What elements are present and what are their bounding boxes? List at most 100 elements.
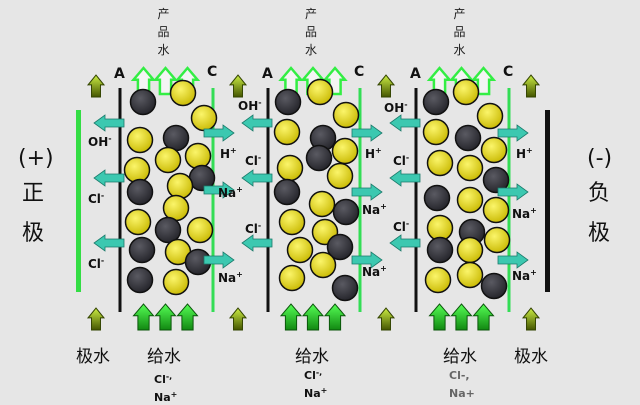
cation-resin-bead — [456, 154, 484, 182]
anion-resin-bead — [154, 216, 182, 244]
cation-migration-arrow-icon — [203, 181, 235, 199]
electrode-water-in-arrow-icon — [521, 307, 541, 331]
anion-resin-bead — [332, 198, 360, 226]
ion-label-oh: OH- — [238, 98, 262, 113]
feed-water-label-3: 给水 — [443, 347, 477, 367]
cation-exchange-membrane — [358, 88, 362, 312]
product-water-label: 产 — [158, 7, 170, 21]
ion-label-cl: Cl- — [393, 153, 409, 168]
cation-resin-bead — [276, 154, 304, 182]
ion-label-oh: OH- — [384, 100, 408, 115]
ion-label-na: Na+ — [362, 264, 387, 279]
cation-exchange-membrane — [211, 88, 215, 312]
membrane-label-a: A — [262, 66, 273, 82]
anion-resin-bead — [126, 266, 154, 294]
cation-resin-bead — [166, 172, 194, 200]
cation-resin-bead — [456, 186, 484, 214]
membrane-label-a: A — [114, 66, 125, 82]
product-water-arrow-icon — [470, 66, 497, 96]
ion-label-cl: Cl- — [245, 221, 261, 236]
cation-resin-bead — [162, 194, 190, 222]
membrane-label-a: A — [410, 66, 421, 82]
feed-water-arrow-icon — [279, 303, 303, 331]
membrane-label-c: C — [354, 64, 364, 80]
electrode-water-right-label: 极水 — [514, 347, 548, 367]
ion-label-cl: Cl- — [88, 191, 104, 206]
anode-label-2: 极 — [22, 221, 44, 246]
anion-resin-bead — [422, 88, 450, 116]
cation-resin-bead — [326, 162, 354, 190]
anion-migration-arrow-icon — [389, 114, 421, 132]
product-water-label: 水 — [158, 43, 170, 57]
anion-resin-bead — [273, 178, 301, 206]
cation-resin-bead — [306, 78, 334, 106]
feed-water-arrow-icon — [472, 303, 495, 331]
anion-resin-bead — [326, 233, 354, 261]
cation-resin-bead — [124, 208, 152, 236]
feed-ion-cl-1: Cl-, — [154, 372, 172, 386]
cation-migration-arrow-icon — [497, 124, 529, 142]
ion-label-oh: OH- — [88, 134, 112, 149]
anion-resin-bead — [454, 124, 482, 152]
cation-resin-bead — [273, 118, 301, 146]
cathode-label-2: 极 — [588, 221, 610, 246]
cation-resin-bead — [278, 208, 306, 236]
anion-resin-bead — [482, 166, 510, 194]
anion-exchange-membrane — [266, 88, 270, 312]
cation-migration-arrow-icon — [497, 183, 529, 201]
feed-ion-cl-2: Cl-, — [304, 368, 322, 382]
ion-label-na: Na+ — [218, 270, 243, 285]
ion-label-na: Na+ — [512, 206, 537, 221]
anion-resin-bead — [305, 144, 333, 172]
anion-migration-arrow-icon — [241, 234, 273, 252]
anion-migration-arrow-icon — [93, 169, 125, 187]
product-water-label: 品 — [158, 25, 170, 39]
cation-resin-bead — [278, 264, 306, 292]
cation-migration-arrow-icon — [351, 251, 383, 269]
feed-ion-na-2: Na+ — [304, 386, 327, 400]
product-water-label: 产 — [305, 7, 317, 21]
product-water-label: 水 — [454, 43, 466, 57]
ion-label-cl: Cl- — [245, 153, 261, 168]
feed-water-arrow-icon — [450, 303, 473, 331]
cation-resin-bead — [169, 79, 197, 107]
feed-ion-na-1: Na+ — [154, 390, 177, 404]
electrode-water-in-arrow-icon — [86, 307, 106, 331]
anion-resin-bead — [162, 124, 190, 152]
product-water-label: 产 — [454, 7, 466, 21]
anion-migration-arrow-icon — [93, 234, 125, 252]
cathode-plate — [545, 110, 550, 292]
ion-label-cl: Cl- — [393, 219, 409, 234]
membrane-label-c: C — [503, 64, 513, 80]
cation-resin-bead — [186, 216, 214, 244]
electrode-water-in-arrow-icon — [228, 307, 248, 331]
anion-resin-bead — [128, 236, 156, 264]
feed-ion-na-3: Na+ — [449, 387, 475, 400]
cation-resin-bead — [190, 104, 218, 132]
anion-migration-arrow-icon — [389, 234, 421, 252]
electrode-water-left-label: 极水 — [76, 347, 110, 367]
cation-resin-bead — [426, 149, 454, 177]
cation-exchange-membrane — [507, 88, 511, 312]
cathode-label-1: 负 — [588, 181, 610, 206]
cation-resin-bead — [480, 136, 508, 164]
anion-migration-arrow-icon — [93, 114, 125, 132]
anode-label-1: 正 — [22, 181, 44, 206]
electrode-water-out-arrow-icon — [228, 74, 248, 98]
anion-resin-bead — [426, 236, 454, 264]
anode-sign: (+) — [18, 146, 54, 171]
cation-resin-bead — [286, 236, 314, 264]
cation-resin-bead — [424, 266, 452, 294]
feed-water-arrow-icon — [301, 303, 325, 331]
cation-resin-bead — [126, 126, 154, 154]
cation-resin-bead — [482, 196, 510, 224]
cation-resin-bead — [308, 190, 336, 218]
feed-water-label-1: 给水 — [147, 347, 181, 367]
cation-migration-arrow-icon — [203, 124, 235, 142]
anion-migration-arrow-icon — [241, 114, 273, 132]
ion-label-cl: Cl- — [88, 256, 104, 271]
electrode-water-in-arrow-icon — [376, 307, 396, 331]
cation-resin-bead — [154, 146, 182, 174]
